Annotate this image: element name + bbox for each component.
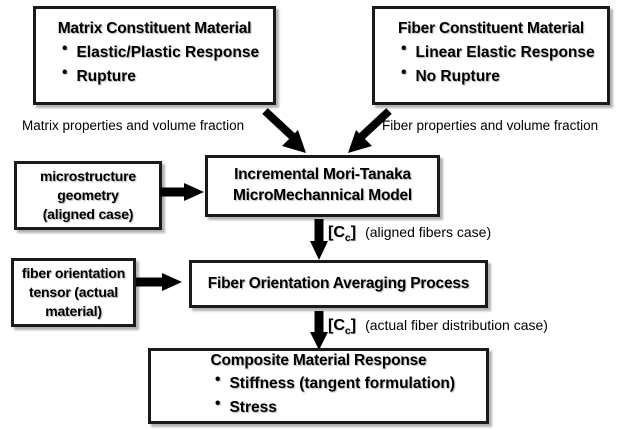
stiffness-symbol: [Cc] [328,317,356,337]
matrix-constituent-bullets: • Elastic/Plastic Response • Rupture [36,41,273,88]
microstructure-line3: (aligned case) [42,206,134,223]
matrix-constituent-title: Matrix Constituent Material [57,20,252,38]
bullet-text: No Rupture [415,68,500,85]
arrow-averaging-to-composite-icon [310,311,328,350]
list-item: • Elastic/Plastic Response [62,41,273,65]
cc-aligned-annotation: [Cc] (aligned fibers case) [328,224,491,244]
arrow-tensor-to-averaging-icon [136,273,182,291]
fiber-constituent-bullets: • Linear Elastic Response • No Rupture [375,41,607,88]
microstructure-line1: microstructure [39,167,136,184]
bullet-icon: • [215,394,221,412]
cc-actual-annotation: [Cc] (actual fiber distribution case) [328,317,548,337]
stiffness-symbol-subscript: c [344,232,351,245]
composite-response-title: Composite Material Response [210,352,427,370]
fiber-constituent-box: Fiber Constituent Material • Linear Elas… [372,6,610,105]
composite-material-response-box: Composite Material Response • Stiffness … [148,348,489,424]
cc-aligned-note: (aligned fibers case) [365,224,492,240]
bullet-icon: • [401,40,407,58]
matrix-properties-label: Matrix properties and volume fraction [22,118,245,133]
stiffness-symbol-subscript: c [344,325,351,338]
list-item: • Stiffness (tangent formulation) [215,372,486,395]
composite-response-bullets: • Stiffness (tangent formulation) • Stre… [151,372,486,419]
bullet-icon: • [62,40,68,58]
bullet-icon: • [215,371,221,389]
list-item: • Linear Elastic Response [401,41,607,65]
incremental-mori-tanaka-box: Incremental Mori-Tanaka MicroMechannical… [205,155,440,217]
orientation-tensor-line3: material) [45,303,102,320]
list-item: • No Rupture [401,65,607,89]
incremental-model-line2: MicroMechannical Model [232,187,413,204]
fiber-orientation-tensor-box: fiber orientation tensor (actual materia… [11,258,136,327]
fiber-constituent-title: Fiber Constituent Material [398,20,584,38]
arrow-model-to-averaging-icon [310,219,328,260]
arrow-fiber-to-model-icon [348,108,392,153]
bullet-icon: • [401,64,407,81]
bullet-text: Rupture [76,68,136,85]
arrow-microstructure-to-model-icon [160,183,204,201]
arrow-matrix-to-model-icon [262,108,306,153]
fiber-orientation-averaging-box: Fiber Orientation Averaging Process [189,260,488,308]
bullet-text: Linear Elastic Response [415,44,595,62]
stiffness-symbol-open: [C [328,224,345,241]
microstructure-geometry-box: microstructure geometry (aligned case) [14,161,162,230]
stiffness-symbol-open: [C [328,317,345,334]
bullet-text: Stiffness (tangent formulation) [229,375,456,393]
list-item: • Rupture [62,65,273,89]
stiffness-symbol-close: ] [350,317,357,334]
matrix-constituent-box: Matrix Constituent Material • Elastic/Pl… [33,6,276,105]
bullet-text: Stress [229,398,277,416]
stiffness-symbol-close: ] [350,224,357,241]
fiber-properties-label: Fiber properties and volume fraction [382,118,599,133]
orientation-tensor-line2: tensor (actual [29,283,118,300]
list-item: • Stress [215,394,486,419]
fiber-orientation-averaging-title: Fiber Orientation Averaging Process [207,275,470,292]
stiffness-symbol: [Cc] [328,224,356,244]
incremental-model-line1: Incremental Mori-Tanaka [234,166,411,184]
bullet-text: Elastic/Plastic Response [76,44,260,62]
microstructure-line2: geometry [57,186,119,203]
cc-actual-note: (actual fiber distribution case) [365,317,548,333]
orientation-tensor-line1: fiber orientation [21,264,126,281]
bullet-icon: • [62,64,68,81]
